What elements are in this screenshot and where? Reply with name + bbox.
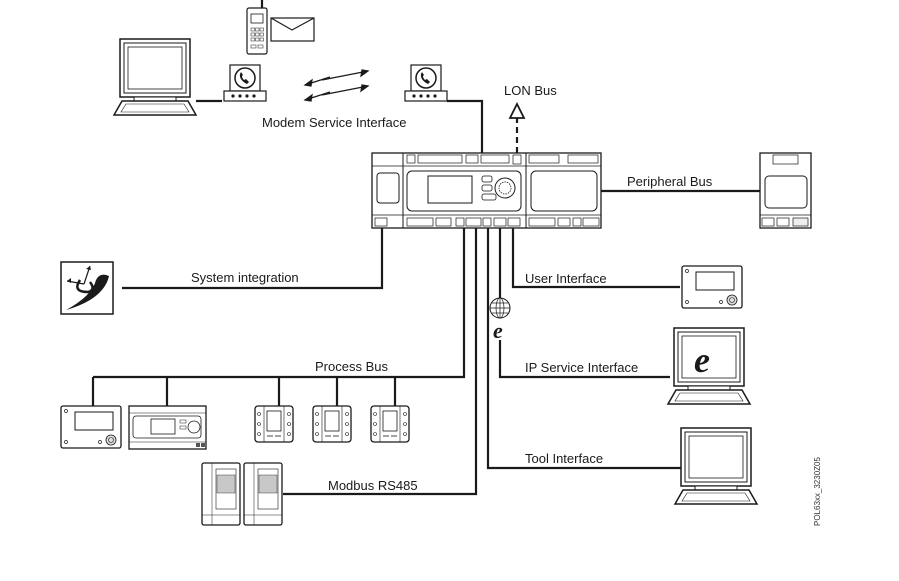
process-operator-unit-icon xyxy=(60,405,122,449)
modem-left-icon xyxy=(223,64,267,102)
vfd-drive-icon xyxy=(243,462,283,526)
process-controller-icon xyxy=(128,405,207,450)
modem-right-icon xyxy=(404,64,448,102)
ip-laptop-browser-icon: e xyxy=(694,340,710,380)
room-unit-icon xyxy=(370,405,410,443)
room-operator-unit-icon xyxy=(681,265,743,309)
vfd-drive-icon xyxy=(201,462,241,526)
modem-service-label: Modem Service Interface xyxy=(262,115,407,130)
system-integration-icon xyxy=(60,261,114,315)
modem-controller-line xyxy=(447,99,484,153)
modbus-label: Modbus RS485 xyxy=(328,478,418,493)
main-controller-icon xyxy=(371,152,602,229)
lon-arrow-icon xyxy=(508,101,526,119)
ip-service-label: IP Service Interface xyxy=(525,360,639,375)
browser-e-icon: e xyxy=(493,318,503,343)
peripheral-bus-label: Peripheral Bus xyxy=(627,174,713,189)
tool-interface-label: Tool Interface xyxy=(525,451,604,466)
room-unit-icon xyxy=(312,405,352,443)
process-bus-label: Process Bus xyxy=(315,359,388,374)
user-interface-label: User Interface xyxy=(525,271,607,286)
wireless-link-icon xyxy=(303,69,370,102)
globe-icon xyxy=(489,297,511,319)
tool-laptop-icon xyxy=(674,427,758,505)
connection-lines xyxy=(91,0,760,496)
system-integration-line xyxy=(122,228,384,290)
lon-bus-label: LON Bus xyxy=(504,83,557,98)
figure-id-code: POL63xx_3230Z05 xyxy=(813,457,822,526)
laptop-modem-icon xyxy=(113,38,197,116)
system-integration-label: System integration xyxy=(191,270,299,285)
peripheral-module-icon xyxy=(759,152,812,229)
mobile-phone-icon xyxy=(246,7,268,55)
user-interface-line xyxy=(511,228,680,289)
envelope-icon xyxy=(270,17,315,42)
modbus-line xyxy=(283,228,478,496)
room-unit-icon xyxy=(254,405,294,443)
tool-interface-line xyxy=(486,228,682,470)
ip-service-line xyxy=(498,340,670,379)
process-bus-line xyxy=(93,228,466,379)
